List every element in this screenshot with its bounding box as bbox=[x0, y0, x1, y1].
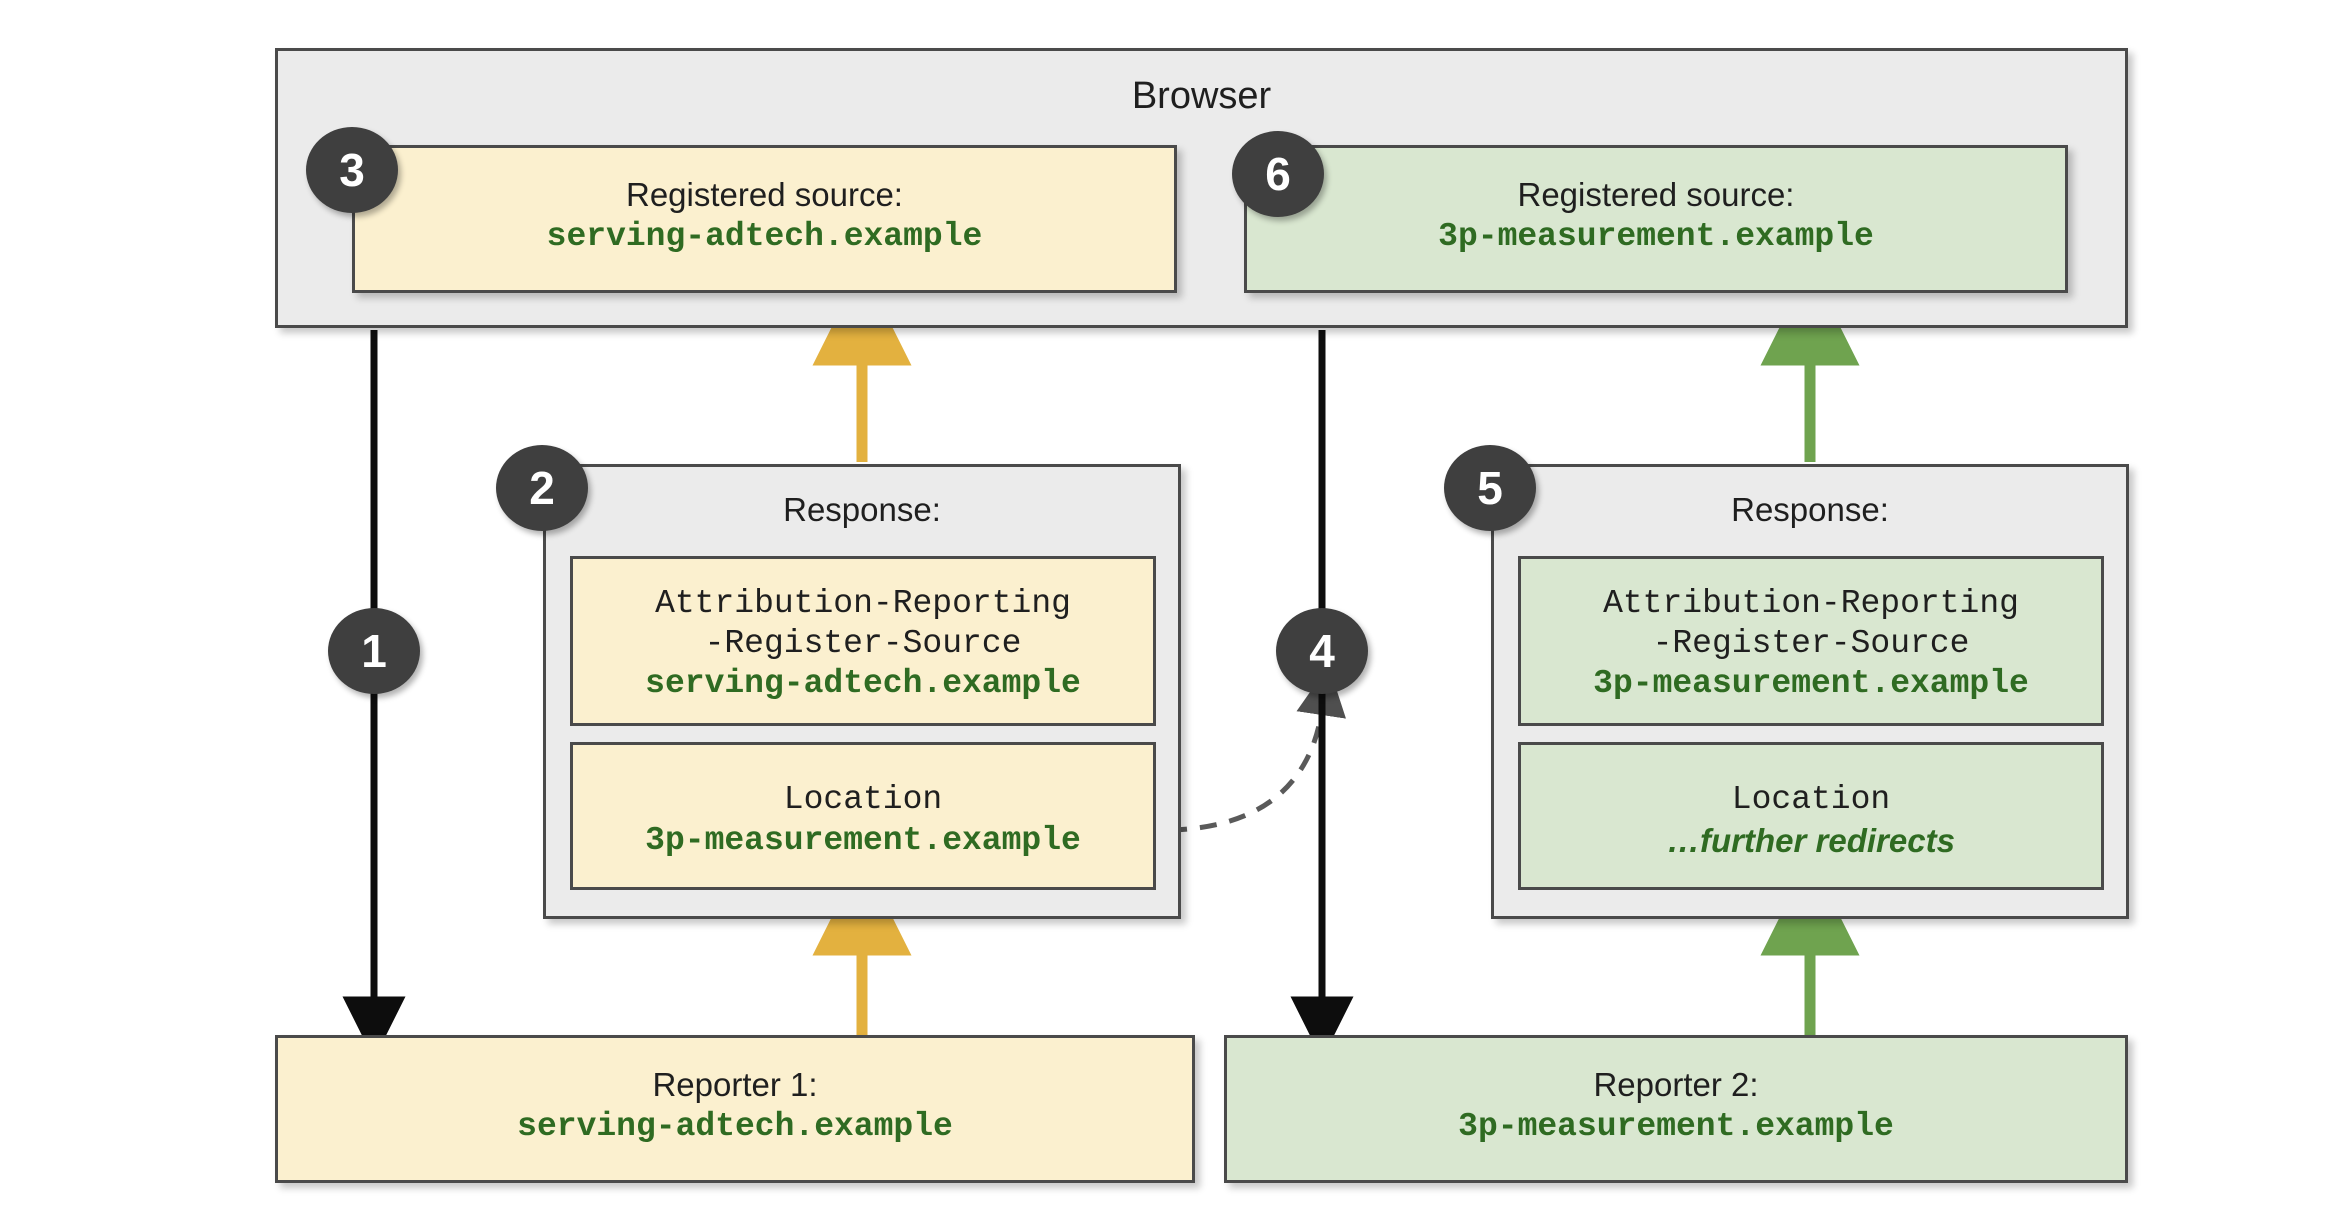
reporter-box-2: Reporter 2: 3p-measurement.example bbox=[1224, 1035, 2128, 1183]
response-title-1: Response: bbox=[783, 491, 941, 528]
header-name-line1-2-2: Location bbox=[1731, 781, 1891, 818]
header-name-line1-1-1: Attribution-Reporting bbox=[655, 585, 1071, 622]
response-box-2: Response: Attribution-Reporting -Registe… bbox=[1491, 464, 2129, 919]
registered-source-box-1: Registered source: serving-adtech.exampl… bbox=[352, 145, 1177, 293]
registered-source-label-1: Registered source: bbox=[626, 176, 903, 213]
browser-title: Browser bbox=[1131, 75, 1272, 117]
reporter-box-1: Reporter 1: serving-adtech.example bbox=[275, 1035, 1195, 1183]
step-badge-3: 3 bbox=[306, 127, 398, 213]
reporter-domain-1: serving-adtech.example bbox=[517, 1108, 953, 1145]
header-name-line1-1-2: Location bbox=[783, 781, 943, 818]
header-value-1-1: serving-adtech.example bbox=[645, 665, 1081, 702]
response-header-2-2: Location …further redirects bbox=[1518, 742, 2104, 890]
registered-source-label-2: Registered source: bbox=[1517, 176, 1795, 213]
response-title-2: Response: bbox=[1731, 491, 1889, 528]
response-box-1: Response: Attribution-Reporting -Registe… bbox=[543, 464, 1181, 919]
registered-source-domain-1: serving-adtech.example bbox=[546, 218, 983, 255]
header-name-line2-1-1: -Register-Source bbox=[704, 625, 1022, 662]
header-name-line2-2-1: -Register-Source bbox=[1652, 625, 1970, 662]
response-header-1-2: Location 3p-measurement.example bbox=[570, 742, 1156, 890]
header-value-1-2: 3p-measurement.example bbox=[645, 822, 1081, 859]
header-name-line1-2-1: Attribution-Reporting bbox=[1603, 585, 2019, 622]
arrow-redirect-dashed bbox=[1169, 665, 1346, 833]
header-value-2-2: …further redirects bbox=[1667, 822, 1955, 859]
reporter-label-1: Reporter 1: bbox=[652, 1066, 818, 1103]
step-badge-1: 1 bbox=[328, 608, 420, 694]
reporter-label-2: Reporter 2: bbox=[1593, 1066, 1759, 1103]
header-value-2-1: 3p-measurement.example bbox=[1593, 665, 2029, 702]
step-badge-2: 2 bbox=[496, 445, 588, 531]
reporter-domain-2: 3p-measurement.example bbox=[1458, 1108, 1894, 1145]
registered-source-domain-2: 3p-measurement.example bbox=[1438, 218, 1874, 255]
step-badge-4: 4 bbox=[1276, 608, 1368, 694]
step-badge-6: 6 bbox=[1232, 131, 1324, 217]
response-header-2-1: Attribution-Reporting -Register-Source 3… bbox=[1518, 556, 2104, 726]
step-badge-5: 5 bbox=[1444, 445, 1536, 531]
response-header-1-1: Attribution-Reporting -Register-Source s… bbox=[570, 556, 1156, 726]
registered-source-box-2: Registered source: 3p-measurement.exampl… bbox=[1244, 145, 2068, 293]
